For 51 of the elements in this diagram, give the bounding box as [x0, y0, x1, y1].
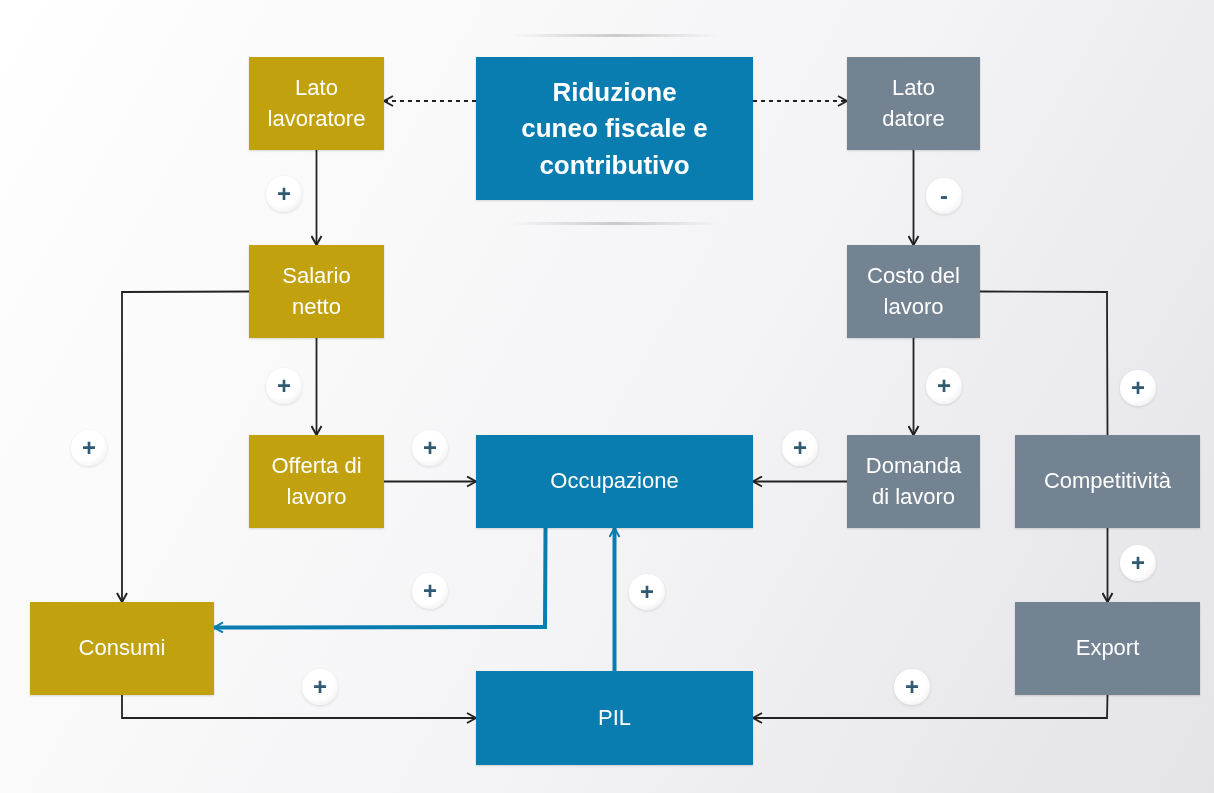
box-label: Riduzione cuneo fiscale e contributivo — [520, 75, 709, 182]
dotted-arrow — [752, 95, 848, 107]
edge-label: + — [412, 573, 448, 609]
arrow — [752, 694, 1109, 724]
process-box — [1015, 435, 1200, 528]
box-label: Occupazione — [550, 467, 679, 496]
arrow — [310, 149, 323, 246]
arrow — [752, 475, 848, 488]
box-label: Lato lavoratore — [266, 73, 367, 133]
edge-label: + — [71, 430, 107, 466]
edge-label: + — [629, 574, 665, 610]
arrow — [310, 337, 323, 436]
box-label: Competitività — [1043, 467, 1172, 496]
process-box — [476, 671, 753, 765]
edge-label: + — [266, 176, 302, 212]
process-box — [249, 245, 384, 338]
box-label: Costo del lavoro — [866, 261, 961, 321]
box-label: Lato datore — [881, 73, 946, 133]
process-box — [847, 435, 980, 528]
process-box — [476, 435, 753, 528]
process-box — [249, 435, 384, 528]
process-box — [476, 57, 753, 200]
edge-label: - — [926, 178, 962, 214]
arrow — [121, 694, 477, 724]
arrow — [608, 527, 621, 671]
box-label: Offerta di lavoro — [270, 451, 363, 511]
arrow — [907, 337, 920, 436]
process-box — [847, 245, 980, 338]
box-label: PIL — [598, 703, 631, 732]
edge-label: + — [266, 368, 302, 404]
dotted-arrow — [383, 95, 477, 107]
arrow — [116, 290, 250, 603]
arrow — [1101, 527, 1114, 603]
process-box — [1015, 602, 1200, 695]
box-label: Consumi — [78, 634, 166, 663]
arrow — [213, 528, 548, 634]
box-label: Export — [1075, 634, 1140, 663]
edge-label: + — [926, 368, 962, 404]
edge-label: + — [1120, 545, 1156, 581]
arrow — [907, 149, 920, 246]
edge-label: + — [782, 430, 818, 466]
process-box — [847, 57, 980, 150]
box-label: Salario netto — [281, 261, 352, 321]
edge-label: + — [1120, 370, 1156, 406]
process-box — [249, 57, 384, 150]
edge-label: + — [894, 669, 930, 705]
edge-label: + — [302, 669, 338, 705]
edge-label: + — [412, 430, 448, 466]
process-box — [30, 602, 214, 695]
box-label: Domanda di lavoro — [864, 451, 963, 511]
arrow — [383, 475, 477, 488]
